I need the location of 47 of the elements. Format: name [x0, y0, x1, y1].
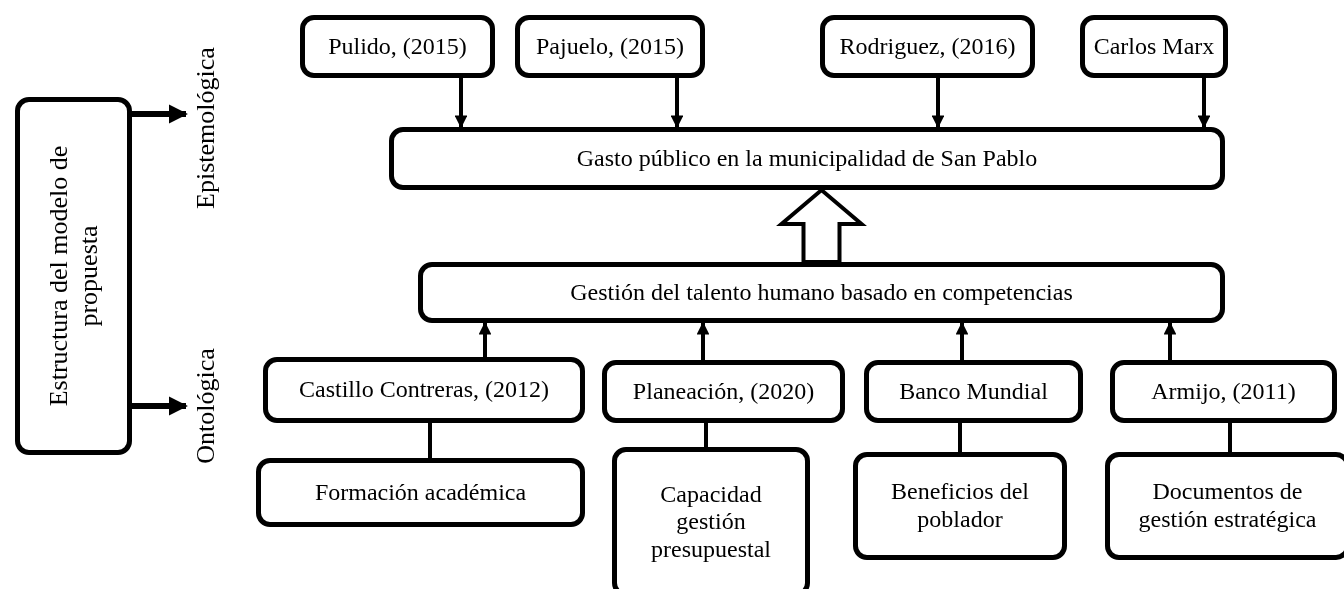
rounded-box	[612, 447, 810, 589]
rounded-box	[1080, 15, 1228, 78]
box-label: Formación académica	[314, 478, 527, 507]
block-arrow	[776, 187, 867, 264]
arrow	[1163, 321, 1177, 360]
box-label: Gestión del talento humano basado en competencias	[570, 278, 1073, 307]
box-label: Banco Mundial	[899, 377, 1048, 406]
axis-label: Ontológica	[186, 333, 226, 479]
connector-line	[958, 423, 962, 452]
rounded-box	[820, 15, 1035, 78]
connector-line	[1228, 423, 1232, 452]
arrow	[670, 78, 684, 129]
box-label: Capacidad gestión presupuestal	[650, 480, 772, 564]
box-label: Documentos de gestión estratégica	[1137, 478, 1318, 534]
rounded-box	[263, 357, 585, 423]
rounded-box	[515, 15, 705, 78]
rounded-box	[389, 127, 1225, 190]
box-label: Gasto público en la municipalidad de San Pablo	[576, 144, 1038, 173]
box-label: Beneficios del poblador	[890, 478, 1030, 534]
axis-label: Epistemológica	[186, 28, 226, 228]
box-label: Planeación, (2020)	[632, 377, 815, 406]
arrow	[478, 321, 492, 357]
rounded-box	[1105, 452, 1344, 560]
rounded-box	[853, 452, 1067, 560]
box-label: Estructura del modelo de propuesta	[43, 144, 104, 409]
arrow	[1197, 78, 1211, 129]
rounded-box	[15, 97, 132, 455]
rounded-box	[1110, 360, 1337, 423]
box-label: Carlos Marx	[1093, 32, 1215, 61]
rounded-box	[864, 360, 1083, 423]
arrow	[955, 321, 969, 360]
box-label: Rodriguez, (2016)	[839, 32, 1016, 61]
arrow	[696, 321, 710, 360]
arrow	[132, 104, 188, 124]
box-label: Pulido, (2015)	[328, 32, 467, 61]
box-label: Pajuelo, (2015)	[536, 32, 684, 61]
connector-line	[428, 423, 432, 458]
rounded-box	[418, 262, 1225, 323]
box-label: Castillo Contreras, (2012)	[299, 376, 549, 404]
box-label: Armijo, (2011)	[1151, 377, 1296, 406]
rounded-box	[300, 15, 495, 78]
arrow	[931, 78, 945, 129]
rounded-box	[256, 458, 585, 527]
arrow	[132, 396, 188, 416]
arrow	[454, 78, 468, 129]
connector-line	[704, 423, 708, 447]
rounded-box	[602, 360, 845, 423]
